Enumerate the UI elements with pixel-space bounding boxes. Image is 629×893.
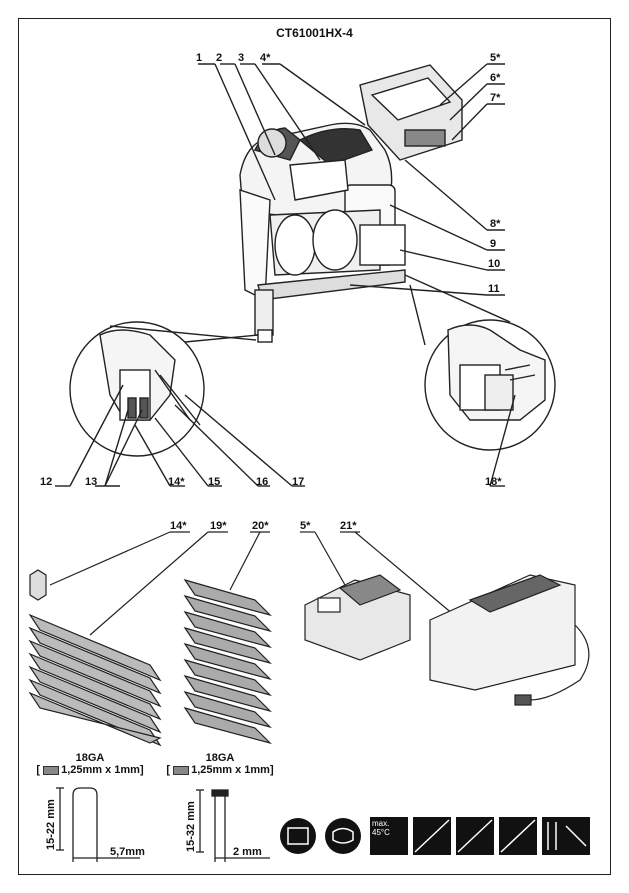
nail-swatch-icon xyxy=(173,765,190,775)
callout-11: 11 xyxy=(488,283,500,295)
callout-14: 14* xyxy=(168,476,185,488)
callout-5: 5* xyxy=(490,52,501,64)
nail-width-label: 2 mm xyxy=(233,846,262,858)
spec-staple-gauge: 18GA xyxy=(75,752,105,764)
spec-staple-size: 1,25mm x 1mm xyxy=(61,764,140,776)
spec-staple: 18GA [ 1,25mm x 1mm] xyxy=(20,752,160,776)
spec-nail: 18GA [ 1,25mm x 1mm] xyxy=(150,752,290,776)
callout-18: 18* xyxy=(485,476,502,488)
callout-acc-14: 14* xyxy=(170,520,187,532)
spec-nail-size-row: [ 1,25mm x 1mm] xyxy=(166,764,274,776)
callout-3: 3 xyxy=(238,52,245,64)
staple-width-label: 5,7mm xyxy=(110,846,145,858)
callout-17: 17 xyxy=(292,476,305,488)
callout-acc-20: 20* xyxy=(252,520,269,532)
page-border xyxy=(18,18,611,875)
callout-8: 8* xyxy=(490,218,501,230)
callout-acc-21: 21* xyxy=(340,520,357,532)
no-damage-icon xyxy=(542,817,590,855)
spec-staple-size-row: [ 1,25mm x 1mm] xyxy=(36,764,144,776)
callout-16: 16 xyxy=(256,476,269,488)
callout-6: 6* xyxy=(490,72,501,84)
max-temp-icon: max. 45°C xyxy=(370,817,408,855)
callout-acc-19: 19* xyxy=(210,520,227,532)
spec-nail-gauge: 18GA xyxy=(205,752,235,764)
callout-4: 4* xyxy=(260,52,271,64)
read-manual-icon xyxy=(280,818,316,854)
callout-7: 7* xyxy=(490,92,501,104)
callout-2: 2 xyxy=(216,52,223,64)
callout-13: 13 xyxy=(85,476,98,488)
callout-10: 10 xyxy=(488,258,501,270)
callout-9: 9 xyxy=(490,238,497,250)
eye-protection-icon xyxy=(325,818,361,854)
spec-nail-size: 1,25mm x 1mm xyxy=(191,764,270,776)
model-title: CT61001HX-4 xyxy=(276,26,353,40)
callout-12: 12 xyxy=(40,476,53,488)
max-temp-label: max. 45°C xyxy=(372,819,390,837)
callout-acc-5: 5* xyxy=(300,520,311,532)
callout-15: 15 xyxy=(208,476,221,488)
callout-1: 1 xyxy=(196,52,203,64)
staple-swatch-icon xyxy=(43,765,60,775)
